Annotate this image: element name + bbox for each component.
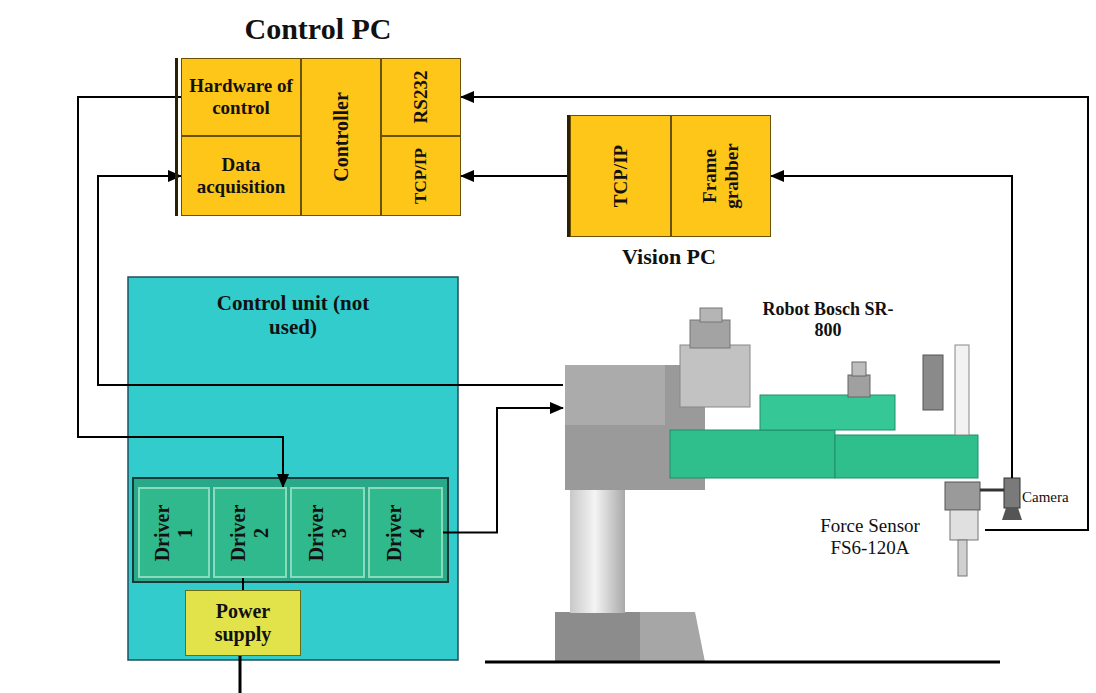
robot-body	[485, 308, 1022, 662]
pc-group: Vision PCTCP/IPFrame grabber	[567, 115, 768, 237]
driver-box: Driver 2	[213, 487, 287, 578]
control-unit-housing	[128, 277, 458, 660]
signal-line	[461, 97, 1088, 530]
signal-line	[242, 578, 244, 590]
robot: Robot Bosch SR-800	[563, 295, 1000, 662]
control-unit: Control unit (not used) Driver 1 Driver 2 D…	[128, 277, 458, 660]
force-sensor: Force Sensor FS6-120A	[800, 513, 985, 575]
rotated-label: RS232	[410, 61, 432, 133]
label: Hardware of control	[186, 75, 296, 119]
signal-line	[461, 175, 570, 177]
port-box: TCP/IP	[381, 136, 461, 216]
port-box: RS232	[381, 58, 461, 136]
rotated-label: Driver 4	[383, 501, 429, 565]
rotated-label: TCP/IP	[411, 138, 431, 214]
driver-frame	[133, 478, 448, 582]
rotated-label: Driver 1	[151, 501, 197, 565]
driver-box: Driver 3	[290, 487, 365, 578]
power-cable	[239, 656, 242, 693]
driver-box: Driver 1	[138, 487, 210, 578]
label: Force Sensor FS6-120A	[800, 515, 940, 559]
function-box: Hardware of control	[181, 58, 301, 136]
rotated-label: Controller	[330, 67, 353, 207]
label: Power supply	[189, 600, 297, 646]
label: Camera	[1022, 489, 1069, 506]
function-box: Controller	[301, 58, 381, 216]
power-supply-box: Power supply	[185, 590, 301, 656]
rotated-label: Driver 3	[305, 501, 351, 565]
heading: Control unit (not used)	[198, 291, 388, 339]
heading: Robot Bosch SR-800	[753, 299, 903, 340]
driver-box: Driver 4	[368, 487, 443, 578]
label: Data acquisition	[186, 154, 296, 198]
function-box: Data acquisition	[181, 136, 301, 216]
rotated-label: Driver 2	[227, 501, 273, 565]
port-box: TCP/IP	[570, 115, 671, 237]
camera: Camera	[996, 478, 1082, 530]
signal-line	[443, 408, 563, 533]
signal-line	[771, 176, 1012, 478]
heading: Vision PC	[570, 244, 768, 269]
rotated-label: Frame grabber	[699, 133, 743, 219]
heading: Control PC	[178, 12, 458, 47]
function-box: Frame grabber	[671, 115, 771, 237]
rotated-label: TCP/IP	[610, 121, 632, 231]
pc-group: Control PCHardware of controlData acquis…	[175, 58, 458, 216]
